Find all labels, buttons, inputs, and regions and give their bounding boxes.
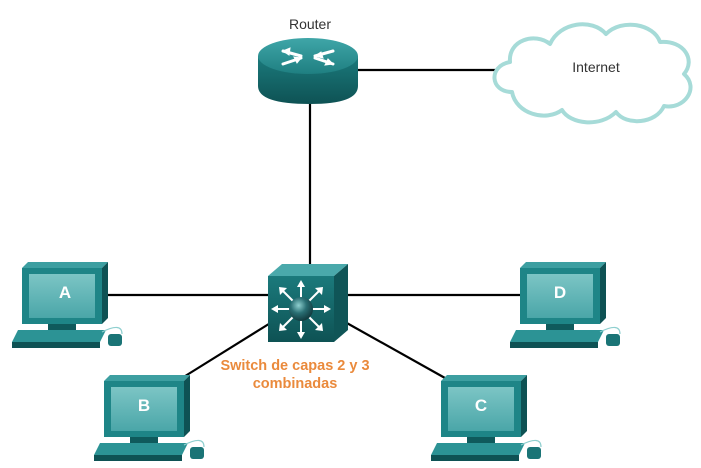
pc-d-label: D: [553, 283, 567, 302]
switch-label-line1: Switch de capas 2 y 3: [220, 358, 370, 374]
desktop-pc-a-icon: [12, 262, 123, 348]
router-icon: [258, 38, 358, 104]
pc-a-label: A: [58, 283, 72, 302]
switch-label: Switch de capas 2 y 3 combinadas: [200, 357, 390, 393]
link-switch-pc-b: [181, 321, 273, 379]
pc-c-label: C: [474, 396, 488, 415]
desktop-pc-d-icon: [510, 262, 621, 348]
router-label: Router: [288, 16, 332, 32]
desktop-pc-c-icon: [431, 375, 542, 461]
pc-b-label: B: [137, 396, 151, 415]
multilayer-switch-icon: [268, 264, 348, 342]
pc-templates: [12, 262, 621, 461]
cloud-icon: [492, 22, 693, 125]
desktop-pc-b-icon: [94, 375, 205, 461]
link-switch-pc-c: [344, 321, 446, 379]
links: [108, 68, 524, 379]
switch-label-line2: combinadas: [252, 376, 338, 392]
internet-label: Internet: [572, 59, 620, 75]
